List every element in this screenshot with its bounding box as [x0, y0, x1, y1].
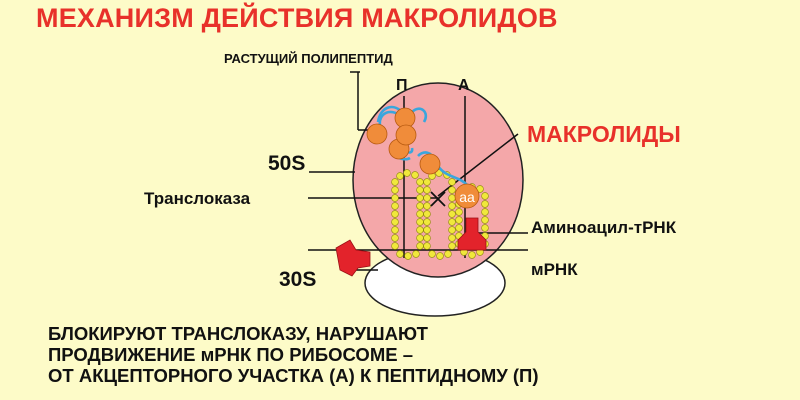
description-text: БЛОКИРУЮТ ТРАНСЛОКАЗУ, НАРУШАЮТ ПРОДВИЖЕ…: [48, 323, 539, 386]
description-line-1: БЛОКИРУЮТ ТРАНСЛОКАЗУ, НАРУШАЮТ: [48, 323, 428, 344]
site-a-label: А: [458, 77, 470, 94]
subunit-50s-shape: [352, 82, 524, 278]
amino-acid-1: [366, 123, 388, 145]
translocase-label: Транслоказа: [144, 189, 251, 208]
polypeptide-label: РАСТУЩИЙ ПОЛИПЕПТИД: [224, 51, 393, 66]
aminoacyl-trna-label: Аминоацил-тРНК: [531, 218, 677, 237]
macrolides-pointer: [437, 133, 519, 197]
macrolides-label: МАКРОЛИДЫ: [527, 121, 681, 147]
aa-amino-acid: [454, 183, 480, 209]
amino-acid-chain: [366, 107, 441, 175]
departing-trna-shape: [335, 239, 371, 277]
description-line-3: ОТ АКЦЕПТОРНОГО УЧАСТКА (А) К ПЕПТИДНОМУ…: [48, 365, 539, 386]
trna-p-site-dots: [391, 169, 424, 260]
site-p-label: П: [396, 77, 408, 94]
description-line-2: ПРОДВИЖЕНИЕ мРНК ПО РИБОСОМЕ –: [48, 344, 414, 365]
translocase-cross-icon: [430, 191, 446, 207]
page-title: МЕХАНИЗМ ДЕЙСТВИЯ МАКРОЛИДОВ: [36, 3, 558, 33]
aminoacyl-trna-shape: [457, 217, 487, 251]
aa-label: aa: [459, 189, 475, 205]
amino-acid-4: [395, 124, 417, 146]
subunit-50s-label: 50S: [268, 152, 306, 175]
mrna-label: мРНК: [531, 260, 578, 279]
amino-acid-5: [419, 153, 441, 175]
subunit-30s-label: 30S: [279, 268, 317, 291]
